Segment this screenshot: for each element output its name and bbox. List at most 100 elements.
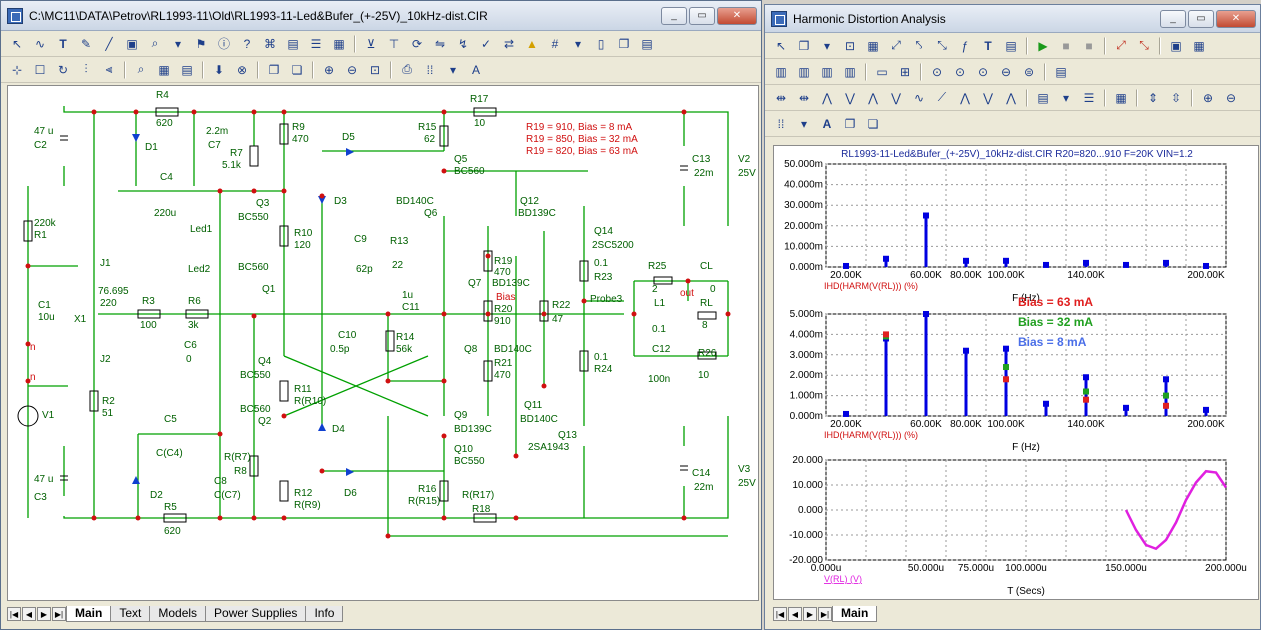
page-icon[interactable]: ▯ (597, 36, 605, 51)
scale-y-icon[interactable]: ⤡ (1139, 38, 1149, 52)
node-numbers-icon[interactable]: ⊻ (366, 36, 376, 51)
font-icon[interactable]: A (822, 116, 832, 131)
clipboard-icon[interactable]: ▤ (1037, 90, 1049, 105)
minimize-button[interactable]: _ (661, 6, 687, 25)
grid-icon[interactable]: # (551, 36, 559, 51)
select-icon[interactable]: ↖ (775, 38, 787, 53)
layout-2-icon[interactable]: ▥ (798, 64, 810, 79)
stop-icon[interactable]: ⊗ (236, 62, 248, 77)
rotate-icon[interactable]: ↻ (57, 62, 69, 77)
probe-5-icon[interactable]: ⊜ (1023, 64, 1035, 79)
prev-tab-icon[interactable]: ◀ (22, 607, 36, 621)
select-tool-icon[interactable]: ↖ (11, 36, 23, 51)
mirror-icon[interactable]: ⇋ (434, 36, 446, 51)
probe-1-icon[interactable]: ⊙ (931, 64, 943, 79)
probe-2-icon[interactable]: ⊙ (954, 64, 966, 79)
pause-icon[interactable]: ■ (1062, 38, 1070, 53)
fit-icon[interactable]: ⇕ (1147, 90, 1159, 105)
scale-x-icon[interactable]: ⤢ (1116, 38, 1126, 52)
properties-icon[interactable]: ▤ (287, 36, 299, 51)
wire-tool-icon[interactable]: ∿ (34, 36, 46, 51)
help-icon[interactable]: ? (243, 36, 251, 51)
zoom-in-icon[interactable]: ⊕ (1202, 90, 1214, 105)
tab-power-supplies[interactable]: Power Supplies (205, 606, 307, 622)
hda-tab-main[interactable]: Main (832, 606, 878, 622)
copy-icon[interactable]: ❐ (844, 116, 856, 131)
copy-icon[interactable]: ❐ (618, 36, 630, 51)
high-icon[interactable]: ⋀ (868, 90, 878, 105)
mirror-h-icon[interactable]: ⫶ (84, 62, 88, 76)
dropdown-icon[interactable]: ▾ (449, 62, 457, 77)
grid-small-icon[interactable]: ⊞ (899, 64, 911, 79)
inflection-icon[interactable]: ∿ (913, 90, 925, 105)
dropdown-icon[interactable]: ▾ (1062, 90, 1070, 105)
hda-minimize-button[interactable]: _ (1160, 9, 1186, 28)
tile-icon[interactable]: ▦ (1193, 38, 1205, 53)
list-icon[interactable]: ☰ (310, 36, 322, 51)
tab-models[interactable]: Models (149, 606, 207, 622)
valley-icon[interactable]: ⋁ (845, 90, 855, 105)
tab-info[interactable]: Info (305, 606, 344, 622)
dropdown-icon[interactable]: ▾ (823, 38, 831, 53)
dropdown-icon[interactable]: ▾ (574, 36, 582, 51)
cursor-icon[interactable]: ⤢ (891, 38, 901, 52)
check-icon[interactable]: ✓ (480, 36, 492, 51)
zoom-out-icon[interactable]: ⊖ (1225, 90, 1237, 105)
hda-maximize-button[interactable]: ▭ (1188, 9, 1214, 28)
grid-icon[interactable]: ▦ (867, 38, 879, 53)
global-low-icon[interactable]: ⋁ (983, 90, 993, 105)
schematic-canvas[interactable]: R4 620 47 u C2 D1 2.2m C7 R7 5.1k R9 470… (7, 85, 759, 601)
dropdown-icon[interactable]: ▾ (174, 36, 182, 51)
fit-all-icon[interactable]: ⇳ (1170, 90, 1182, 105)
notes-icon[interactable]: ▤ (1055, 64, 1067, 79)
pin-connections-icon[interactable]: ↯ (457, 36, 469, 51)
probe-4-icon[interactable]: ⊖ (1000, 64, 1012, 79)
list-icon[interactable]: ☰ (1083, 90, 1095, 105)
stop-icon[interactable]: ■ (1085, 38, 1093, 53)
properties-icon[interactable]: ▤ (1005, 38, 1017, 53)
paste-icon[interactable]: ❏ (291, 62, 303, 77)
text-tool-icon[interactable]: T (59, 36, 67, 51)
function-icon[interactable]: ƒ (961, 38, 969, 53)
pencil-tool-icon[interactable]: ✎ (80, 36, 92, 51)
text-toggle-icon[interactable]: ⊤ (388, 36, 400, 51)
pin-icon[interactable]: ⌘ (264, 36, 276, 51)
first-tab-icon[interactable]: |◀ (7, 607, 21, 621)
top-icon[interactable]: ⋀ (1006, 90, 1016, 105)
zoom-in-icon[interactable]: ⊕ (323, 62, 335, 77)
tab-main[interactable]: Main (66, 606, 112, 622)
data-point-2-icon[interactable]: ⇹ (798, 90, 810, 105)
warning-icon[interactable]: ▲ (526, 36, 538, 51)
valley-icon[interactable]: ⤡ (937, 38, 947, 52)
line-tool-icon[interactable]: ╱ (105, 36, 113, 51)
scale-icon[interactable]: ⊡ (844, 38, 856, 53)
paste-icon[interactable]: ▤ (641, 36, 653, 51)
table-icon[interactable]: ▦ (158, 62, 170, 77)
hda-last-tab-icon[interactable]: ▶| (818, 607, 832, 621)
hda-prev-tab-icon[interactable]: ◀ (788, 607, 802, 621)
last-tab-icon[interactable]: ▶| (52, 607, 66, 621)
copy-icon[interactable]: ❐ (268, 62, 280, 77)
run-icon[interactable]: ▶ (1038, 38, 1048, 53)
edit-icon[interactable]: ▦ (333, 36, 345, 51)
tab-text[interactable]: Text (110, 606, 151, 622)
next-tab-icon[interactable]: ▶ (37, 607, 51, 621)
peak-icon[interactable]: ⤣ (915, 38, 923, 52)
slope-icon[interactable]: ⟋ (937, 90, 947, 104)
paste-icon[interactable]: ❏ (867, 116, 879, 131)
hda-first-tab-icon[interactable]: |◀ (773, 607, 787, 621)
low-icon[interactable]: ⋁ (891, 90, 901, 105)
flag-icon[interactable]: ⚑ (195, 36, 207, 51)
box-icon[interactable]: ☐ (34, 62, 46, 77)
data-point-icon[interactable]: ⇹ (775, 90, 787, 105)
info-icon[interactable]: ⓘ (217, 37, 230, 51)
find-icon[interactable]: ⌕ (137, 62, 145, 76)
global-high-icon[interactable]: ⋀ (960, 90, 970, 105)
flip-icon[interactable]: ⇄ (503, 36, 515, 51)
select-mode-icon[interactable]: ⊹ (11, 62, 23, 77)
maximize-button[interactable]: ▭ (689, 6, 715, 25)
mirror-v-icon[interactable]: ⫷ (105, 62, 113, 76)
page-icon[interactable]: ▤ (181, 62, 193, 77)
hda-next-tab-icon[interactable]: ▶ (803, 607, 817, 621)
probe-3-icon[interactable]: ⊙ (977, 64, 989, 79)
